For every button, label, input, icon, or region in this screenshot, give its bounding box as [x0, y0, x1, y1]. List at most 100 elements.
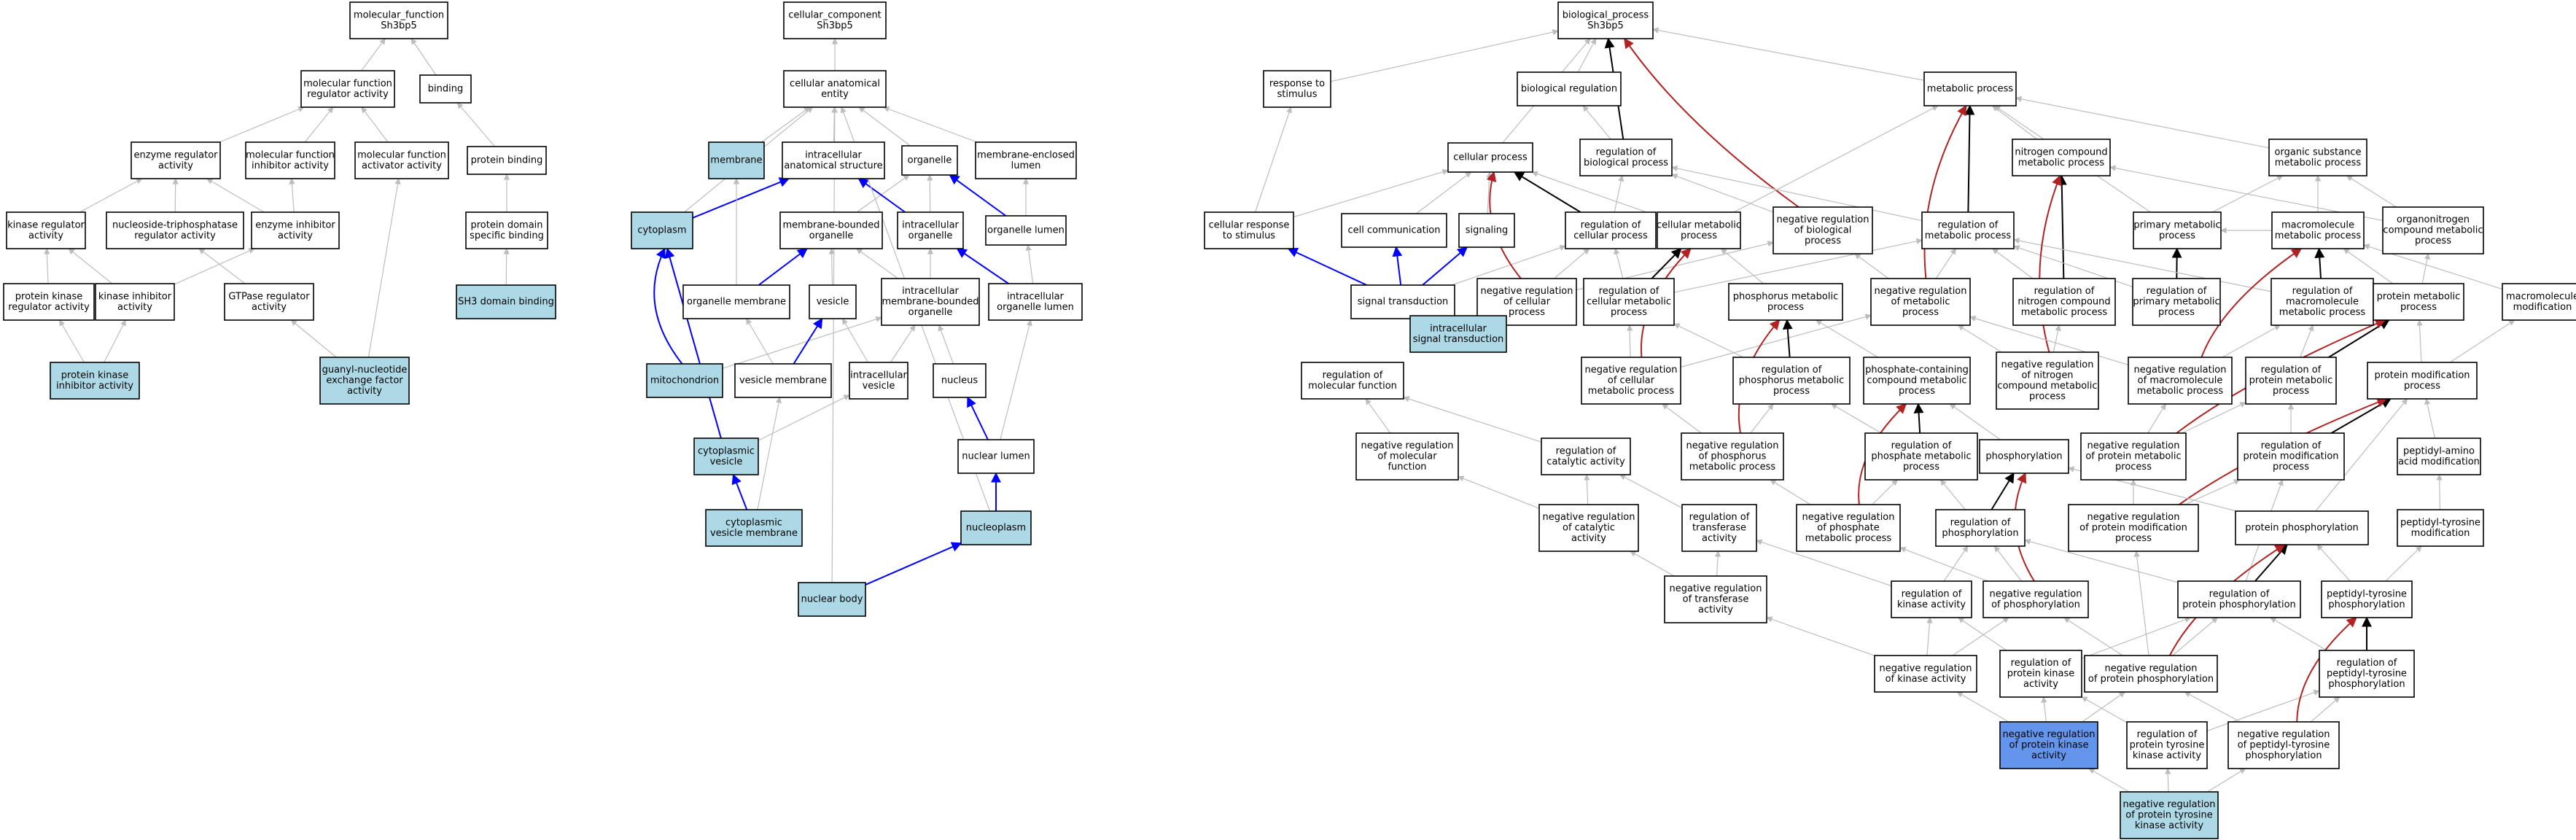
- term-node-nuc[interactable]: nucleus: [933, 363, 987, 398]
- term-node-phos[interactable]: phosphorylation: [1979, 439, 2069, 474]
- term-node-cp[interactable]: cellular process: [1447, 142, 1533, 173]
- term-node-sh3[interactable]: SH3 domain binding: [456, 284, 556, 319]
- term-node-ol[interactable]: organelle lumen: [985, 215, 1067, 246]
- term-node-bind[interactable]: binding: [419, 74, 472, 104]
- term-node-vm[interactable]: vesicle membrane: [734, 363, 832, 398]
- term-node-ves[interactable]: vesicle: [809, 284, 857, 319]
- term-node-ccomm[interactable]: cell communication: [1341, 213, 1447, 248]
- term-node-np[interactable]: nucleoplasm: [960, 510, 1032, 545]
- term-node-nb[interactable]: nuclear body: [798, 582, 866, 617]
- term-node-mito[interactable]: mitochondrion: [646, 363, 723, 398]
- term-node-sig[interactable]: signaling: [1458, 213, 1515, 248]
- term-node-om[interactable]: organelle membrane: [682, 284, 790, 319]
- term-node-nl[interactable]: nuclear lumen: [957, 439, 1035, 474]
- term-node-org[interactable]: organelle: [901, 145, 958, 176]
- term-node-cyto[interactable]: cytoplasm: [631, 211, 693, 249]
- term-node-memb[interactable]: membrane: [708, 141, 765, 179]
- term-node-mp[interactable]: metabolic process: [1923, 71, 2017, 106]
- term-node-pphos[interactable]: protein phosphorylation: [2235, 510, 2369, 545]
- term-node-breg[interactable]: biological regulation: [1517, 71, 1622, 106]
- term-node-pbind[interactable]: protein binding: [467, 146, 547, 175]
- term-node-st[interactable]: signal transduction: [1350, 284, 1455, 319]
